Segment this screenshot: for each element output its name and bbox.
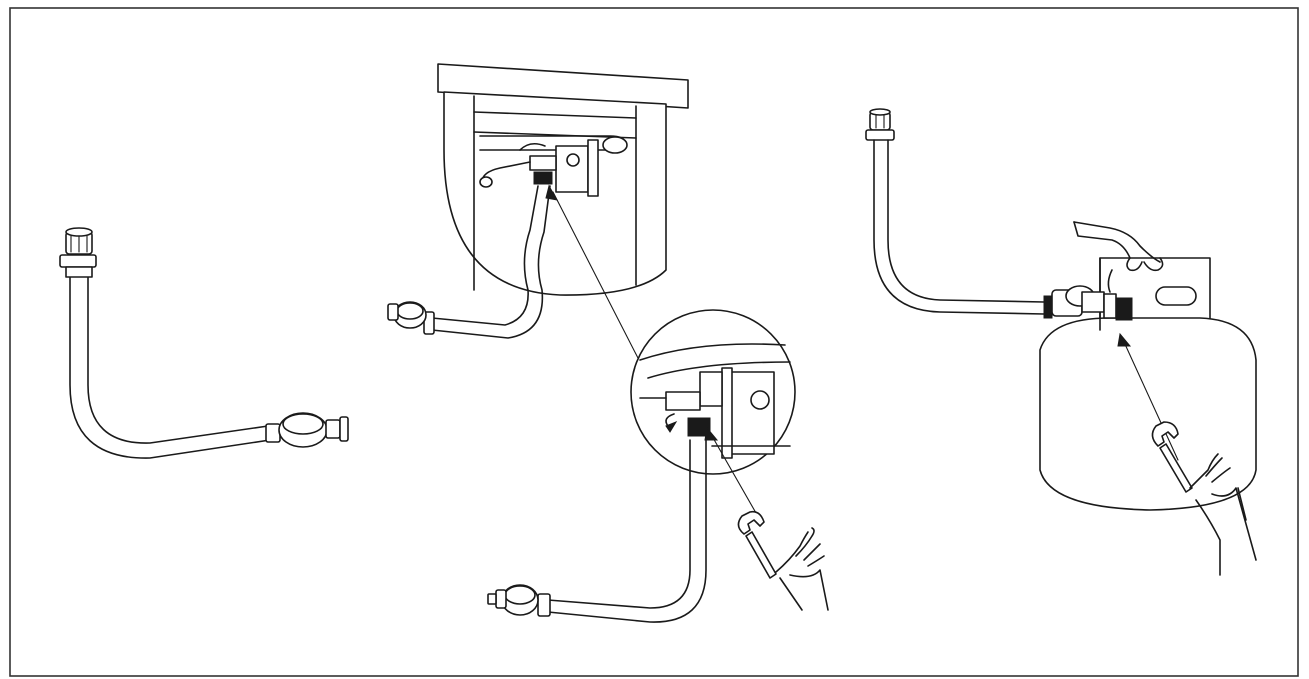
- magnified-valve-detail: [630, 309, 796, 475]
- hose-inner-line: [87, 274, 269, 444]
- cylinder-wrench-icon: [1151, 421, 1193, 493]
- lower-hose-inner-line: [547, 439, 707, 623]
- cylinder-hose-inner-line: [887, 139, 1045, 303]
- cylinder-regulator-icon: [1043, 285, 1133, 321]
- cylinder-hose-outer-line: [873, 139, 1045, 315]
- cylinder-hose-top-nut-icon: [865, 108, 895, 141]
- hose-top-nut-icon: [59, 227, 97, 278]
- detail-pointer-line: [552, 191, 641, 363]
- hose-outer-line: [69, 274, 271, 459]
- cylinder-pointer-line: [1123, 341, 1179, 461]
- figure-frame: [9, 7, 1299, 677]
- hose-regulator-icon: [265, 412, 349, 448]
- lower-hose-outer-line: [547, 439, 691, 609]
- appliance-valve-icon: [479, 139, 599, 197]
- detail-pointer-arrowhead-icon: [545, 184, 558, 201]
- valve-hose-inner-line: [431, 185, 551, 339]
- panel-connect-to-appliance-valve: [387, 63, 829, 623]
- lower-hand-icon: [1189, 453, 1257, 576]
- wrench-pointer-arrowhead-icon: [704, 426, 719, 441]
- top-hand-icon: [1073, 221, 1164, 293]
- wrench-pointer-line: [711, 435, 761, 521]
- wrench-icon: [737, 510, 777, 579]
- hand-icon: [775, 527, 829, 611]
- panel-hose-regulator: [59, 227, 349, 459]
- panel-connect-to-gas-cylinder: [865, 108, 1257, 576]
- valve-hose-regulator-icon: [387, 301, 435, 335]
- lower-regulator-icon: [487, 584, 551, 617]
- valve-hose-outer-line: [431, 185, 539, 326]
- cylinder-pointer-arrowhead-icon: [1117, 332, 1132, 347]
- appliance-housing: [437, 63, 689, 296]
